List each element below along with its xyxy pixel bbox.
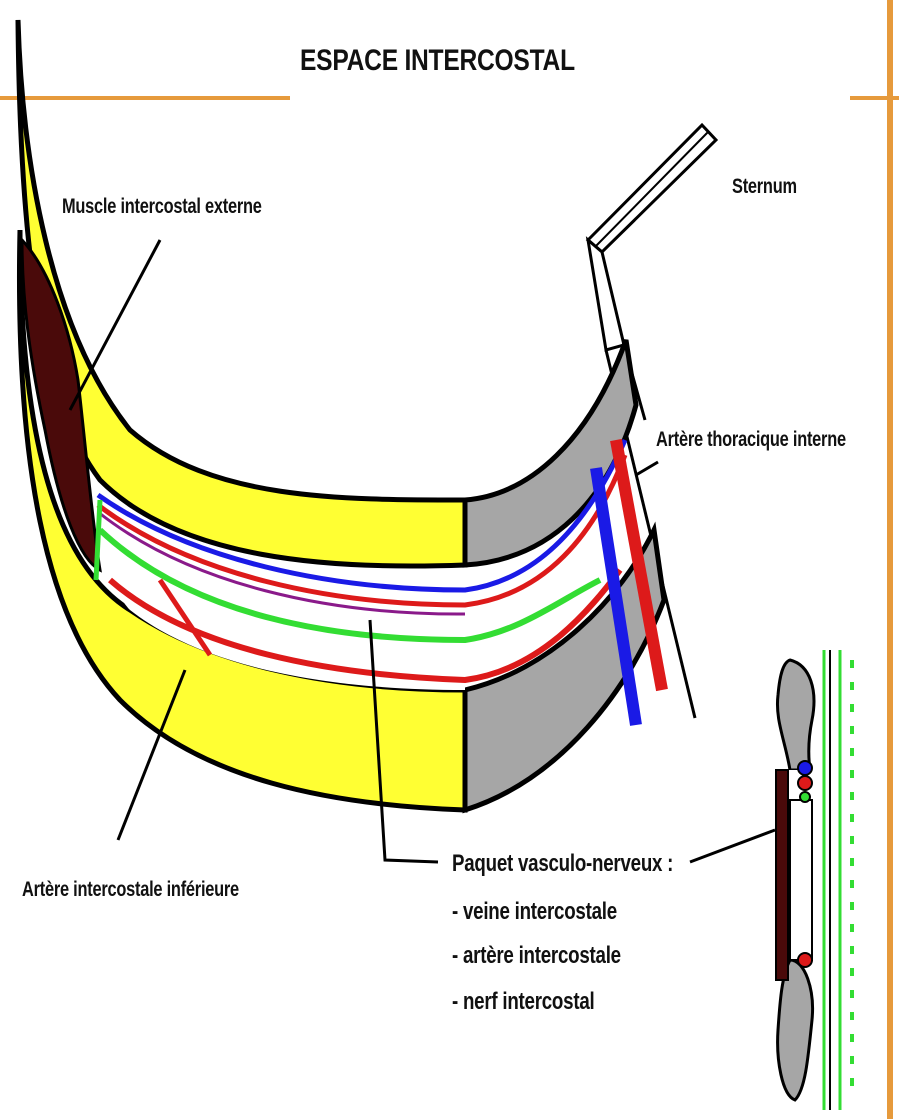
label-external-intercostal-muscle: Muscle intercostal externe bbox=[62, 195, 262, 219]
pointer-thoracic bbox=[636, 462, 658, 475]
label-vasculo-nervous-bundle: Paquet vasculo-nerveux : bbox=[452, 850, 673, 878]
pointer-muscle bbox=[70, 240, 160, 410]
label-bundle-item-nerve: - nerf intercostal bbox=[452, 988, 594, 1016]
label-internal-thoracic-artery: Artère thoracique interne bbox=[656, 428, 846, 452]
label-bundle-item-vein: - veine intercostale bbox=[452, 898, 617, 926]
diagram-title: ESPACE INTERCOSTAL bbox=[300, 44, 575, 78]
label-inferior-intercostal-artery: Artère intercostale inférieure bbox=[22, 878, 239, 902]
label-bundle-item-artery: - artère intercostale bbox=[452, 942, 621, 970]
pointer-section bbox=[690, 830, 775, 862]
cross-section-inset bbox=[776, 650, 852, 1110]
label-sternum: Sternum bbox=[732, 175, 797, 199]
